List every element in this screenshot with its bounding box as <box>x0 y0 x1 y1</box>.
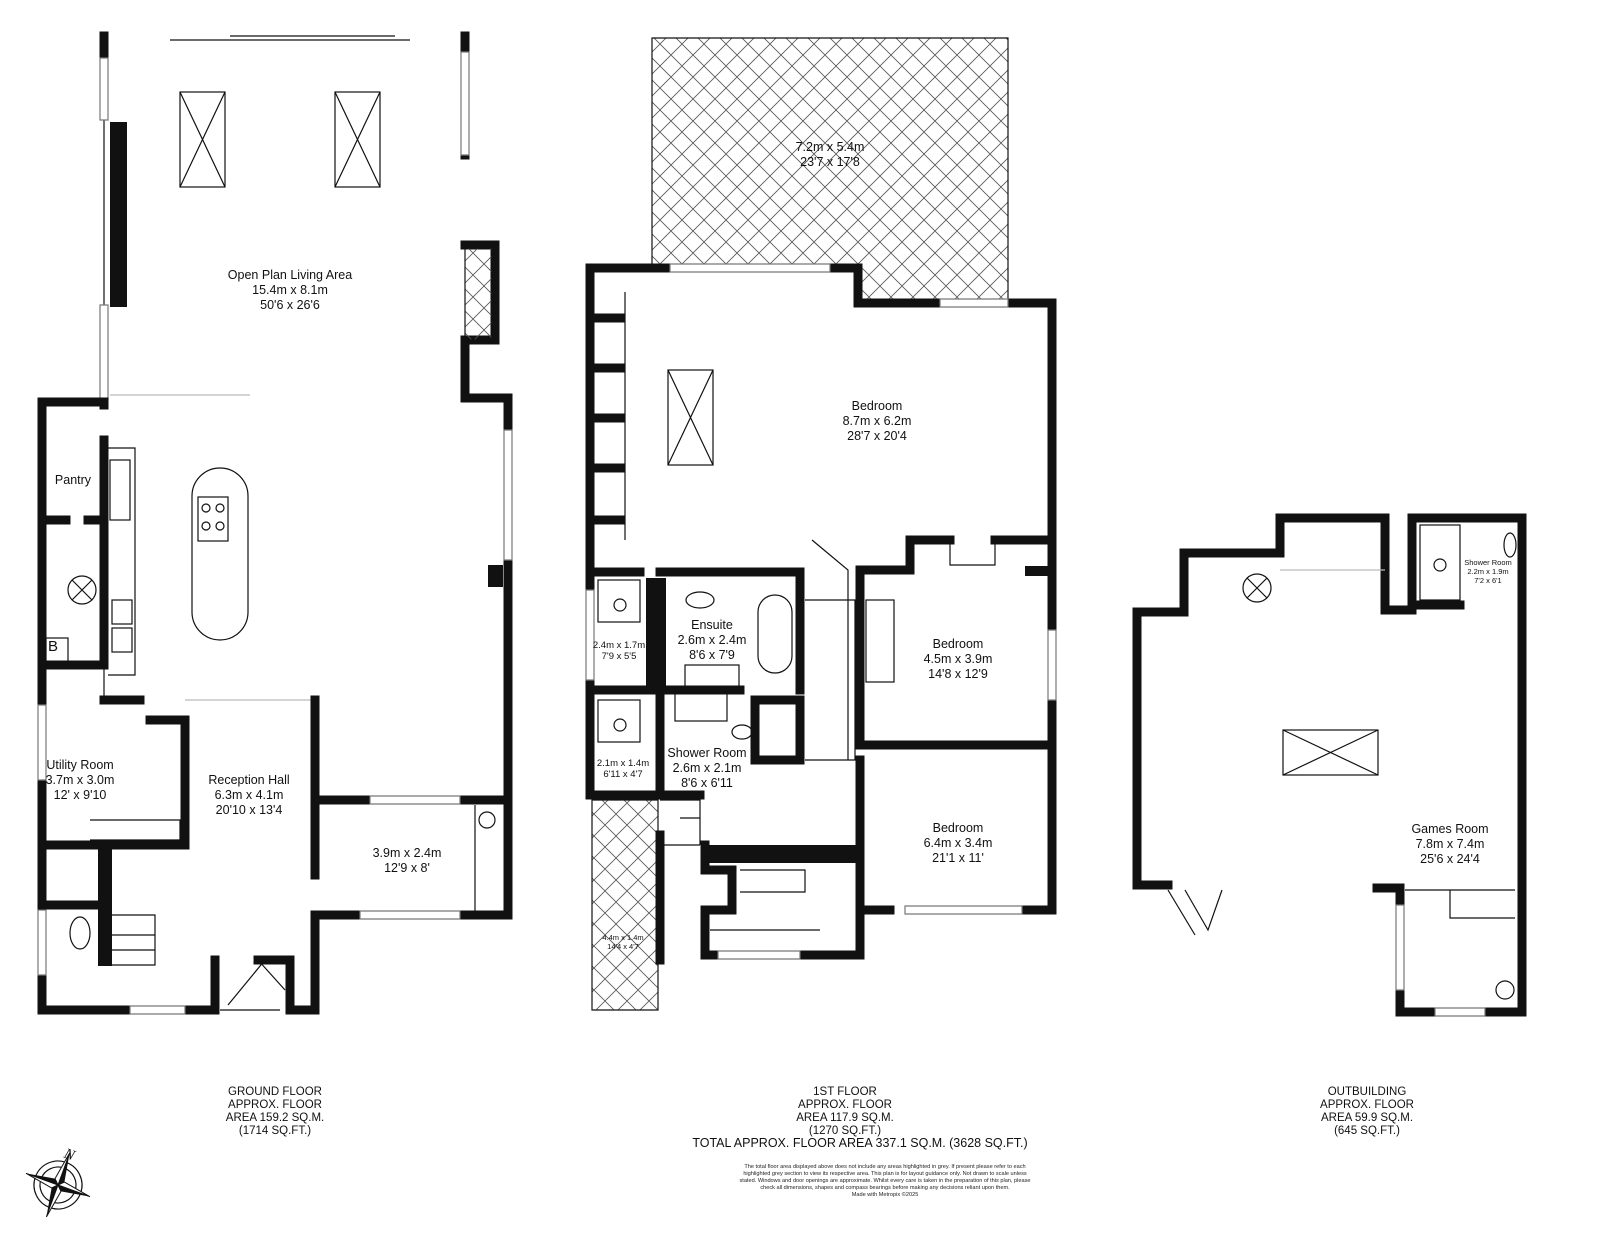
credit: Made with Metropix ©2025 <box>851 1192 919 1198</box>
compass-rose <box>25 1152 91 1218</box>
total-floor-area: TOTAL APPROX. FLOOR AREA 337.1 SQ.M. (36… <box>692 1136 1028 1150</box>
room-label-pantry: Pantry <box>54 473 92 487</box>
outbuilding-plan <box>1132 513 1527 1017</box>
disclaimer: The total floor area displayed above doe… <box>735 1164 1035 1199</box>
first-floor-plan <box>585 37 1057 1011</box>
ground-floor-plan <box>37 31 513 1015</box>
boiler-label: B <box>47 638 59 655</box>
